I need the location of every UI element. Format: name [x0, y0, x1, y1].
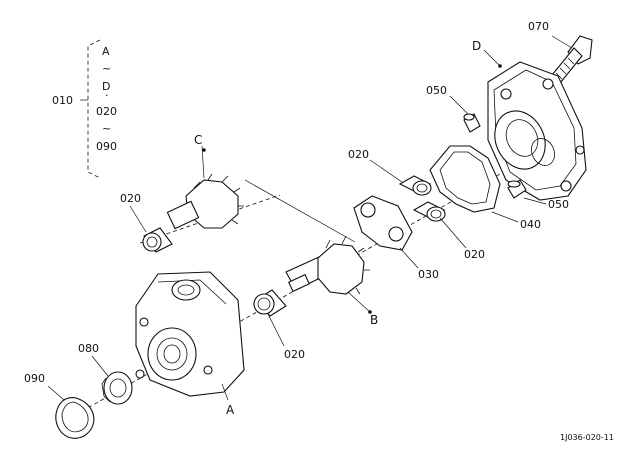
range-label-090: 090	[96, 140, 117, 153]
callout-040: 040	[520, 218, 541, 231]
range-label-d: D	[102, 80, 110, 93]
bushing-020-left	[142, 227, 173, 253]
callout-050-top: 050	[426, 84, 447, 97]
dowel-pin-050-top	[463, 113, 481, 133]
gear-c	[166, 173, 244, 230]
callout-090: 090	[24, 372, 45, 385]
range-label-020: 020	[96, 105, 117, 118]
rear-cover-d	[487, 61, 587, 201]
callout-020-left: 020	[120, 192, 141, 205]
snap-ring-090	[55, 397, 95, 439]
callout-b: B	[370, 313, 378, 327]
callout-020-right: 020	[464, 248, 485, 261]
callout-080: 080	[78, 342, 99, 355]
front-housing-a	[135, 271, 245, 397]
callout-070: 070	[528, 20, 549, 33]
bushing-020-mid	[398, 175, 432, 196]
range-label-a: A	[102, 45, 110, 58]
bushing-020-bottom	[253, 289, 287, 317]
callout-020-bottom: 020	[284, 348, 305, 361]
callout-a: A	[226, 403, 235, 417]
oil-seal-080	[101, 371, 133, 405]
range-label-tilde-1: ~	[102, 62, 111, 75]
callout-c: C	[194, 133, 202, 147]
dowel-pin-050-right	[507, 179, 527, 199]
range-label-dot: ·	[105, 89, 109, 102]
leader-lines	[47, 35, 573, 401]
callout-d: D	[472, 39, 481, 53]
figure-code: 1J036-020-11	[560, 433, 614, 442]
bushing-020-right	[412, 201, 446, 222]
gasket-040	[429, 145, 501, 213]
gear-b-drive-shaft	[285, 235, 370, 295]
group-label: 010	[52, 94, 73, 107]
range-label-tilde-2: ~	[102, 122, 111, 135]
callout-050-right: 050	[548, 198, 569, 211]
callout-020-mid: 020	[348, 148, 369, 161]
callout-030: 030	[418, 268, 439, 281]
group-bracket: 010 A ~ D · 020 ~ 090	[52, 39, 117, 179]
side-plate-030	[353, 195, 413, 251]
